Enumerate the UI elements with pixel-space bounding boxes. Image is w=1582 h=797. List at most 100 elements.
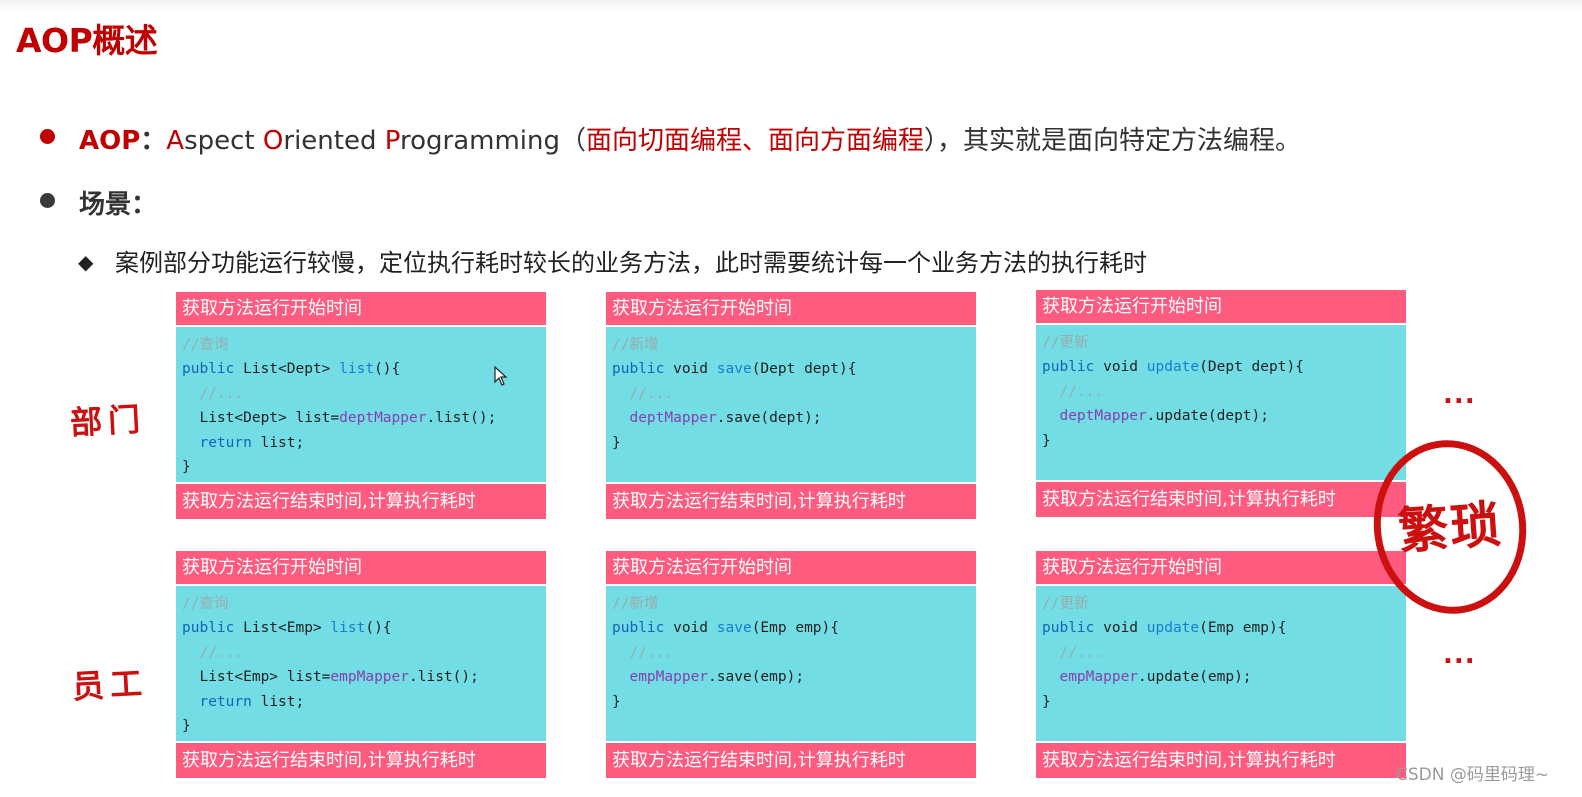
code-return-keyword: return [199,693,252,710]
code-method-name: save [716,620,752,637]
code-args: (Emp emp){ [751,620,839,637]
code-args: (){ [374,361,401,378]
code-card-dept-update: 获取方法运行开始时间 //更新 public void update(Dept … [1036,290,1406,518]
code-call: .update(dept); [1146,408,1269,425]
code-assign: List<Dept> list= [199,410,340,427]
code-keyword: public [182,361,244,378]
code-return-keyword: return [199,434,252,451]
code-block: //更新 public void update(Emp emp){ //... … [1036,586,1406,741]
code-mapper-field: empMapper [330,669,409,686]
code-card-dept-save: 获取方法运行开始时间 //新增 public void save(Dept de… [606,292,976,520]
code-comment: //查询 [182,596,229,612]
code-close-brace: } [1042,432,1051,449]
code-comment: //更新 [1042,335,1089,351]
code-mapper-field: empMapper [629,669,709,686]
code-call: .save(emp); [708,669,805,686]
code-return-type: List<Dept> [243,361,340,378]
card-footer-end: 获取方法运行结束时间,计算执行耗时 [606,743,976,778]
code-inner-comment: //... [1059,383,1104,400]
top-shadow-bar [0,0,1582,12]
card-header-start: 获取方法运行开始时间 [176,292,546,325]
stamp-text: 繁琐 [1396,494,1505,561]
aop-definition-line: AOP：Aspect Oriented Programming（面向切面编程、面… [79,120,1301,157]
letter-o: O [262,126,284,156]
code-close-brace: } [182,718,191,735]
code-method-name: save [716,361,752,378]
code-assign: List<Emp> list= [199,669,331,686]
code-close-brace: } [612,693,621,710]
code-keyword: public [1042,620,1104,637]
code-return-type: void [1103,359,1147,376]
code-block: //新增 public void save(Emp emp){ //... em… [606,586,976,741]
code-keyword: public [612,620,674,637]
code-call: .save(dept); [716,410,822,427]
code-mapper-field: deptMapper [629,410,717,427]
code-card-emp-update: 获取方法运行开始时间 //更新 public void update(Emp e… [1036,551,1406,779]
code-block: //更新 public void update(Dept dept){ //..… [1036,325,1406,480]
code-keyword: public [1042,359,1104,376]
card-header-start: 获取方法运行开始时间 [176,551,546,584]
code-inner-comment: //... [1059,644,1104,661]
word-programming-rest: rogramming [399,126,560,156]
aop-term: AOP [79,126,141,156]
row-label-dept: 部门 [69,400,148,442]
card-footer-end: 获取方法运行结束时间,计算执行耗时 [176,743,546,778]
code-inner-comment: //... [199,644,244,661]
code-mapper-field: deptMapper [339,410,427,427]
code-inner-comment: //... [629,644,674,661]
letter-p: P [384,126,400,156]
code-inner-comment: //... [629,385,674,402]
code-return-type: void [673,620,717,637]
code-close-brace: } [182,459,191,476]
code-block: //新增 public void save(Dept dept){ //... … [606,327,976,482]
code-comment: //新增 [612,337,659,353]
bullet-dot-red [40,129,55,144]
diamond-bullet-icon: ◆ [78,250,94,274]
aop-colon: ： [140,126,167,156]
code-method-name: update [1146,359,1200,376]
code-comment: //查询 [182,337,229,353]
code-keyword: public [612,361,674,378]
code-method-name: list [330,620,366,637]
paren-open: （ [559,126,586,156]
card-footer-end: 获取方法运行结束时间,计算执行耗时 [176,484,546,519]
code-call: .list(); [409,669,479,686]
aop-chinese-name: 面向切面编程、面向方面编程 [586,126,925,156]
code-call: .list(); [426,410,497,427]
code-card-emp-save: 获取方法运行开始时间 //新增 public void save(Emp emp… [606,551,976,779]
code-mapper-field: deptMapper [1059,408,1147,425]
code-args: (Dept dept){ [1199,359,1304,376]
code-block: //查询 public List<Dept> list(){ //... Lis… [176,327,546,482]
code-comment: //更新 [1042,596,1089,612]
scenario-heading: 场景： [79,190,158,220]
card-footer-end: 获取方法运行结束时间,计算执行耗时 [1036,482,1406,517]
ellipsis-emp: ... [1443,640,1476,670]
card-header-start: 获取方法运行开始时间 [606,292,976,325]
code-inner-comment: //... [199,385,244,402]
code-call: .update(emp); [1138,669,1252,686]
word-aspect-rest: spect [184,126,263,156]
code-method-name: update [1146,620,1200,637]
code-args: (Dept dept){ [751,361,857,378]
aop-definition-rest: ），其实就是面向特定方法编程。 [924,126,1302,156]
card-footer-end: 获取方法运行结束时间,计算执行耗时 [606,484,976,519]
code-args: (){ [365,620,392,637]
code-return-type: void [1103,620,1147,637]
bullet-dot-dark [40,193,55,208]
letter-a: A [166,126,185,156]
code-mapper-field: empMapper [1059,669,1139,686]
card-header-start: 获取方法运行开始时间 [1036,290,1406,323]
scenario-description: 案例部分功能运行较慢，定位执行耗时较长的业务方法，此时需要统计每一个业务方法的执… [115,249,1147,277]
code-card-dept-list: 获取方法运行开始时间 //查询 public List<Dept> list()… [176,292,546,520]
slide-title: AOP概述 [16,21,158,60]
card-header-start: 获取方法运行开始时间 [1036,551,1406,584]
code-close-brace: } [1042,693,1051,710]
code-comment: //新增 [612,596,659,612]
code-return-value: list; [251,693,305,710]
card-header-start: 获取方法运行开始时间 [606,551,976,584]
code-close-brace: } [612,434,621,451]
code-return-value: list; [251,434,305,451]
code-card-emp-list: 获取方法运行开始时间 //查询 public List<Emp> list(){… [176,551,546,779]
code-args: (Emp emp){ [1199,620,1287,637]
mouse-pointer-icon [494,366,508,386]
